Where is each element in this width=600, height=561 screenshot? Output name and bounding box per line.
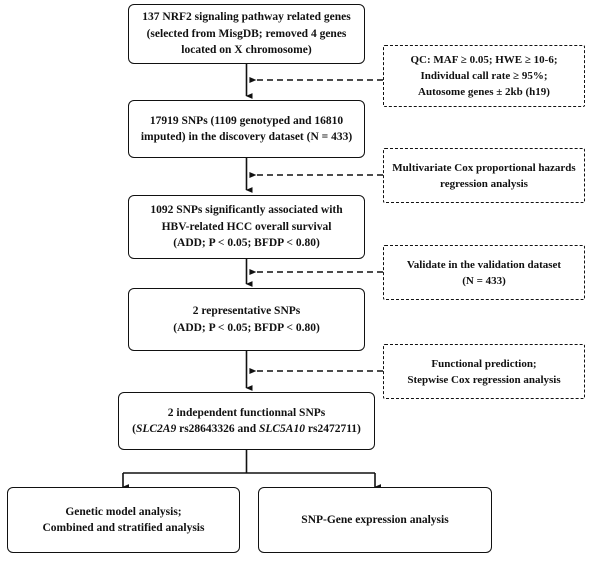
note-functional-prediction: Functional prediction; Stepwise Cox regr… (383, 344, 585, 399)
node-snps-significant-line-2: HBV-related HCC overall survival (161, 220, 332, 233)
node-genetic-model: Genetic model analysis; Combined and str… (7, 487, 240, 553)
node-snps-representative-line-1: 2 representative SNPs (192, 305, 301, 317)
note-functional-prediction-line-2: Stepwise Cox regression analysis (407, 373, 561, 386)
node-genes-line-3: located on X chromosome) (181, 44, 312, 57)
node-snps-discovery-line-1: 17919 SNPs (1109 genotyped and 16810 (149, 114, 344, 127)
note-cox-line-1: Multivariate Cox proportional hazards (392, 161, 576, 174)
node-genes: 137 NRF2 signaling pathway related genes… (128, 4, 365, 64)
node-snps-functional-line-2: (SLC2A9 rs28643326 and SLC5A10 rs2472711… (132, 423, 361, 435)
node-snp-gene-expression-line-1: SNP-Gene expression analysis (301, 513, 449, 526)
node-genetic-model-line-2: Combined and stratified analysis (42, 522, 205, 534)
note-qc-line-3: Autosome genes ± 2kb (h19) (418, 86, 550, 98)
note-qc: QC: MAF ≥ 0.05; HWE ≥ 10-6; Individual c… (383, 45, 585, 107)
note-qc-line-2: Individual call rate ≥ 95%; (420, 70, 548, 82)
node-genes-line-2: (selected from MisgDB; removed 4 genes (146, 27, 347, 40)
node-snps-representative-line-2: (ADD; P < 0.05; BFDP < 0.80) (173, 321, 320, 334)
node-snps-significant-line-1: 1092 SNPs significantly associated with (150, 204, 343, 217)
node-snps-significant: 1092 SNPs significantly associated with … (128, 195, 365, 259)
node-snps-representative: 2 representative SNPs (ADD; P < 0.05; BF… (128, 288, 365, 351)
note-functional-prediction-line-1: Functional prediction; (431, 357, 537, 370)
node-snps-discovery: 17919 SNPs (1109 genotyped and 16810 imp… (128, 100, 365, 158)
node-snps-functional-line-1: 2 independent functionnal SNPs (167, 406, 326, 419)
node-snps-functional: 2 independent functionnal SNPs (SLC2A9 r… (118, 392, 375, 450)
node-snp-gene-expression: SNP-Gene expression analysis (258, 487, 492, 553)
note-qc-line-1: QC: MAF ≥ 0.05; HWE ≥ 10-6; (410, 54, 558, 66)
note-validation: Validate in the validation dataset (N = … (383, 245, 585, 300)
note-validation-line-2: (N = 433) (462, 274, 506, 287)
note-cox-line-2: regression analysis (440, 177, 528, 190)
node-genes-line-1: 137 NRF2 signaling pathway related genes (142, 11, 351, 24)
node-genetic-model-line-1: Genetic model analysis; (65, 505, 182, 518)
note-cox: Multivariate Cox proportional hazards re… (383, 148, 585, 203)
node-snps-significant-line-3: (ADD; P < 0.05; BFDP < 0.80) (173, 237, 320, 250)
node-snps-discovery-line-2: imputed) in the discovery dataset (N = 4… (140, 131, 353, 143)
note-validation-line-1: Validate in the validation dataset (406, 258, 562, 271)
